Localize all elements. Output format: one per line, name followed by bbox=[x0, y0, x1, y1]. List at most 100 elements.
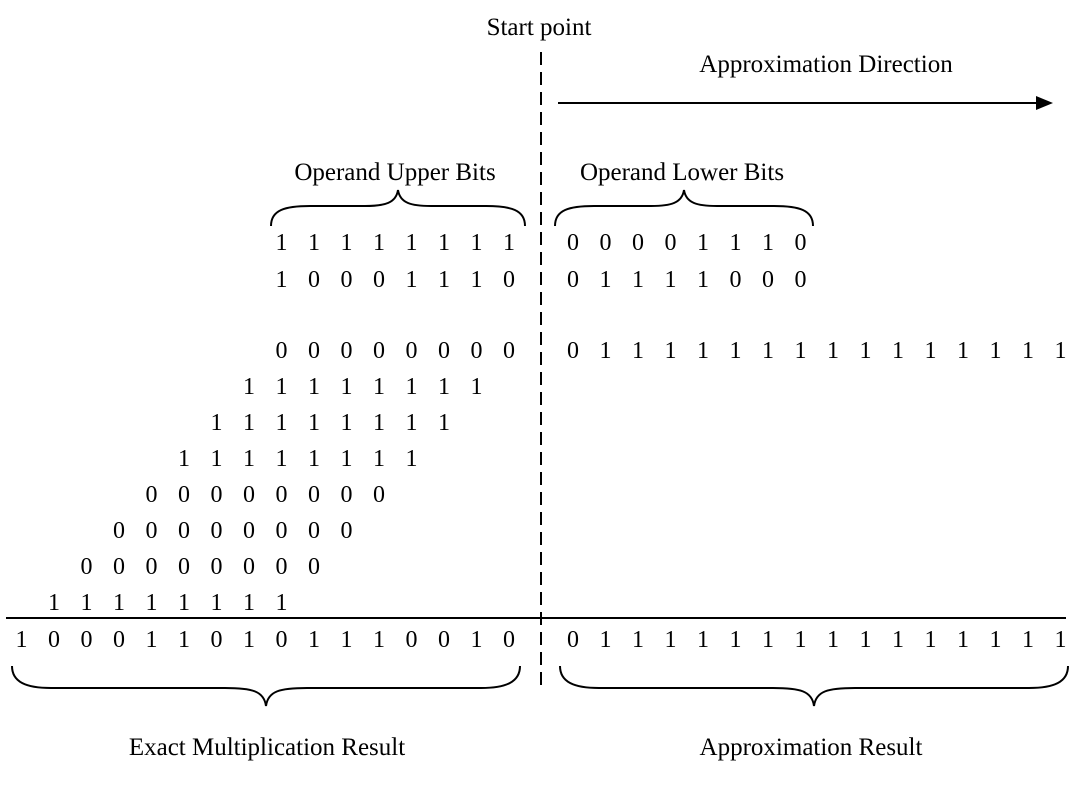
partial-product-row-7-bit: 0 bbox=[243, 554, 255, 580]
exact-result-bit: 1 bbox=[178, 627, 190, 653]
partial-product-row-6-bit: 0 bbox=[308, 518, 320, 544]
partial-product-row-4-bit: 1 bbox=[178, 446, 190, 472]
operand-a-lower-bit: 0 bbox=[665, 230, 677, 256]
partial-product-row-3-bit: 1 bbox=[438, 410, 450, 436]
operand-b-lower-bit: 0 bbox=[567, 267, 579, 293]
partial-product-row-1-bit: 0 bbox=[276, 338, 288, 364]
partial-product-row-1-bit: 0 bbox=[438, 338, 450, 364]
approximation-row-bit: 1 bbox=[730, 338, 742, 364]
exact-result-bit: 0 bbox=[503, 627, 515, 653]
partial-product-row-5-bit: 0 bbox=[211, 482, 223, 508]
exact-result-brace bbox=[11, 665, 521, 707]
operand-a-lower-bit: 0 bbox=[600, 230, 612, 256]
approximation-row-bit: 1 bbox=[1022, 338, 1034, 364]
partial-product-row-5-bit: 0 bbox=[178, 482, 190, 508]
partial-product-row-4-bit: 1 bbox=[373, 446, 385, 472]
exact-result-bit: 0 bbox=[81, 627, 93, 653]
partial-product-row-6-bit: 0 bbox=[341, 518, 353, 544]
approximation-row-bit: 1 bbox=[860, 338, 872, 364]
approximation-result-bit: 1 bbox=[795, 627, 807, 653]
partial-product-row-4-bit: 1 bbox=[406, 446, 418, 472]
approximation-result-bit: 1 bbox=[957, 627, 969, 653]
operand-a-upper-bit: 1 bbox=[373, 230, 385, 256]
operand-a-upper-bit: 1 bbox=[341, 230, 353, 256]
approximation-direction-label: Approximation Direction bbox=[699, 51, 953, 78]
partial-product-row-8-bit: 1 bbox=[211, 590, 223, 616]
exact-result-bit: 0 bbox=[406, 627, 418, 653]
partial-product-row-2-bit: 1 bbox=[308, 374, 320, 400]
operand-b-upper-bit: 1 bbox=[438, 267, 450, 293]
operand-b-lower-bit: 1 bbox=[632, 267, 644, 293]
exact-result-bit: 1 bbox=[341, 627, 353, 653]
approximation-row-bit: 1 bbox=[632, 338, 644, 364]
partial-product-row-4-bit: 1 bbox=[341, 446, 353, 472]
partial-product-row-3-bit: 1 bbox=[276, 410, 288, 436]
partial-product-row-6-bit: 0 bbox=[243, 518, 255, 544]
partial-product-row-5-bit: 0 bbox=[341, 482, 353, 508]
partial-product-row-8-bit: 1 bbox=[48, 590, 60, 616]
operand-b-upper-bit: 0 bbox=[373, 267, 385, 293]
approximation-row-bit: 1 bbox=[665, 338, 677, 364]
partial-product-row-4-bit: 1 bbox=[211, 446, 223, 472]
operand-a-upper-bit: 1 bbox=[308, 230, 320, 256]
exact-result-bit: 0 bbox=[438, 627, 450, 653]
approximation-row-bit: 1 bbox=[795, 338, 807, 364]
operand-b-upper-bit: 0 bbox=[308, 267, 320, 293]
operand-b-upper-bit: 0 bbox=[503, 267, 515, 293]
approximation-result-bit: 1 bbox=[990, 627, 1002, 653]
approximation-row-bit: 1 bbox=[957, 338, 969, 364]
partial-product-row-5-bit: 0 bbox=[243, 482, 255, 508]
approximation-row-bit: 1 bbox=[600, 338, 612, 364]
partial-product-row-8-bit: 1 bbox=[243, 590, 255, 616]
partial-product-row-7-bit: 0 bbox=[211, 554, 223, 580]
operand-a-lower-bit: 1 bbox=[730, 230, 742, 256]
partial-product-row-5-bit: 0 bbox=[276, 482, 288, 508]
exact-result-bit: 0 bbox=[48, 627, 60, 653]
partial-product-row-2-bit: 1 bbox=[406, 374, 418, 400]
partial-product-row-5-bit: 0 bbox=[308, 482, 320, 508]
partial-product-row-2-bit: 1 bbox=[243, 374, 255, 400]
partial-product-row-5-bit: 0 bbox=[146, 482, 158, 508]
partial-product-row-8-bit: 1 bbox=[113, 590, 125, 616]
partial-product-row-1-bit: 0 bbox=[341, 338, 353, 364]
operand-a-upper-bit: 1 bbox=[438, 230, 450, 256]
partial-product-row-4-bit: 1 bbox=[243, 446, 255, 472]
partial-product-row-8-bit: 1 bbox=[81, 590, 93, 616]
partial-product-row-1-bit: 0 bbox=[471, 338, 483, 364]
approximation-result-bit: 1 bbox=[632, 627, 644, 653]
approximation-result-brace bbox=[559, 665, 1069, 707]
approximation-row-bit: 1 bbox=[762, 338, 774, 364]
operand-b-lower-bit: 0 bbox=[730, 267, 742, 293]
operand-lower-bits-brace bbox=[554, 189, 814, 227]
partial-product-row-3-bit: 1 bbox=[341, 410, 353, 436]
operand-b-lower-bit: 0 bbox=[762, 267, 774, 293]
partial-product-row-7-bit: 0 bbox=[308, 554, 320, 580]
operand-lower-bits-label: Operand Lower Bits bbox=[580, 159, 784, 186]
exact-result-bit: 1 bbox=[471, 627, 483, 653]
partial-product-row-2-bit: 1 bbox=[438, 374, 450, 400]
approximation-result-bit: 0 bbox=[567, 627, 579, 653]
partial-product-row-6-bit: 0 bbox=[276, 518, 288, 544]
operand-a-upper-bit: 1 bbox=[406, 230, 418, 256]
exact-result-bit: 1 bbox=[243, 627, 255, 653]
operand-a-upper-bit: 1 bbox=[471, 230, 483, 256]
approximation-row-bit: 1 bbox=[990, 338, 1002, 364]
partial-product-row-1-bit: 0 bbox=[373, 338, 385, 364]
partial-product-row-6-bit: 0 bbox=[113, 518, 125, 544]
partial-product-row-7-bit: 0 bbox=[113, 554, 125, 580]
operand-a-lower-bit: 1 bbox=[697, 230, 709, 256]
partial-product-row-2-bit: 1 bbox=[471, 374, 483, 400]
partial-product-row-6-bit: 0 bbox=[178, 518, 190, 544]
operand-a-lower-bit: 1 bbox=[762, 230, 774, 256]
partial-product-row-8-bit: 1 bbox=[146, 590, 158, 616]
partial-product-row-1-bit: 0 bbox=[406, 338, 418, 364]
operand-b-lower-bit: 0 bbox=[795, 267, 807, 293]
partial-product-row-3-bit: 1 bbox=[406, 410, 418, 436]
approximation-result-bit: 1 bbox=[697, 627, 709, 653]
partial-product-row-1-bit: 0 bbox=[503, 338, 515, 364]
approximation-row-bit: 1 bbox=[892, 338, 904, 364]
operand-b-upper-bit: 1 bbox=[406, 267, 418, 293]
partial-product-row-3-bit: 1 bbox=[243, 410, 255, 436]
